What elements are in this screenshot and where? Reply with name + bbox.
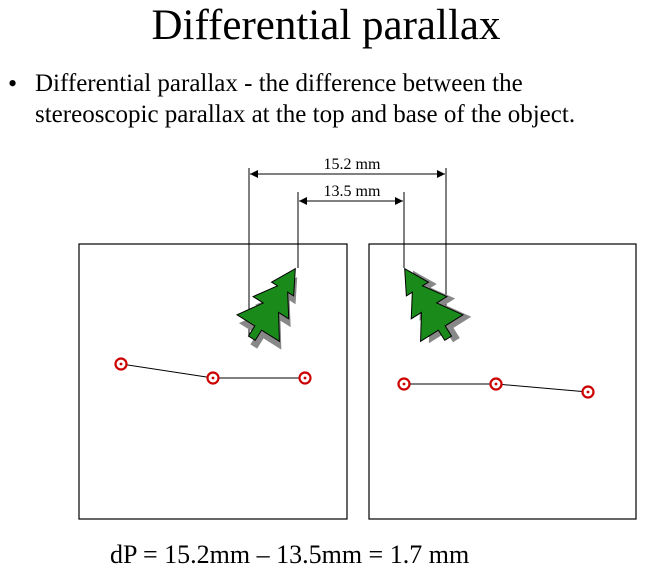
left-tree-icon (235, 267, 298, 350)
left-point-1 (114, 357, 128, 371)
right-point-2 (489, 377, 503, 391)
right-tree-icon (404, 267, 472, 344)
right-point-1 (397, 377, 411, 391)
inner-dimension-label: 13.5 mm (324, 183, 381, 200)
page-title: Differential parallax (151, 2, 501, 49)
left-photo-frame (78, 243, 348, 520)
right-photo-frame (368, 243, 637, 520)
right-point-3 (581, 385, 595, 399)
parallax-formula: dP = 15.2mm – 13.5mm = 1.7 mm (110, 540, 470, 569)
bullet-text: Differential parallax - the difference b… (35, 70, 576, 128)
left-point-2 (206, 371, 220, 385)
left-point-3 (298, 371, 312, 385)
outer-dimension-label: 15.2 mm (324, 156, 381, 173)
bullet-marker: • (8, 69, 18, 98)
